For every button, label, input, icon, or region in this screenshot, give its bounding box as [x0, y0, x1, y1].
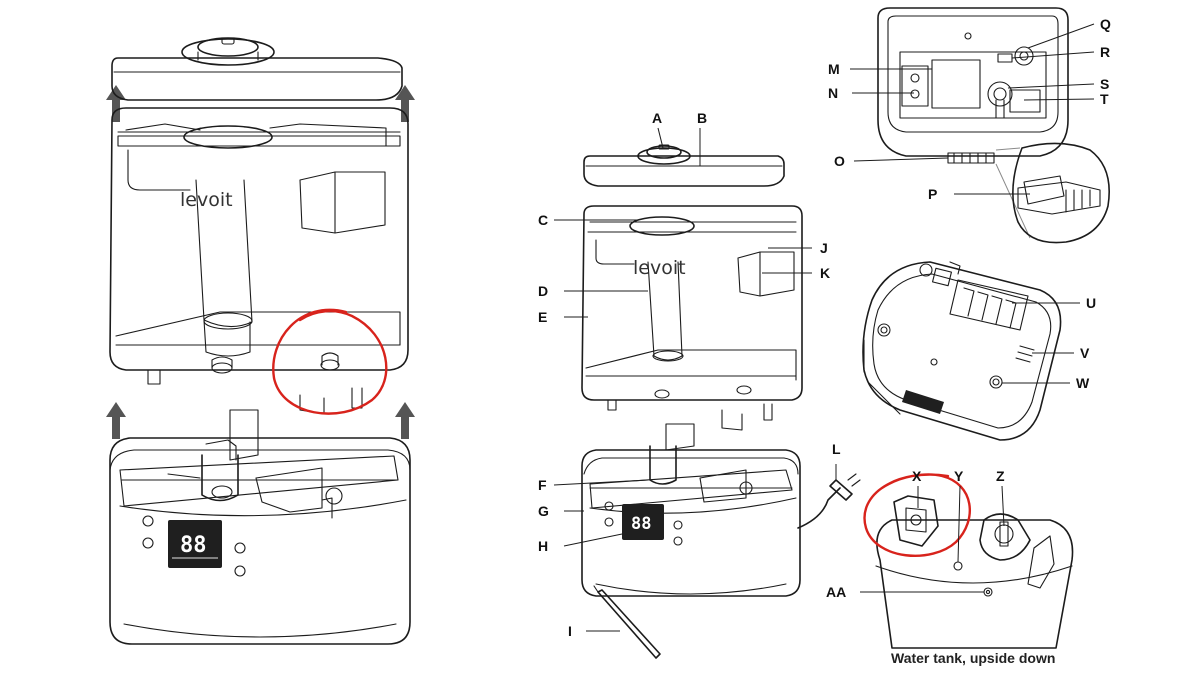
display-screen-left [168, 520, 222, 568]
callout-s: S [1100, 76, 1109, 92]
callout-t: T [1100, 91, 1109, 107]
callout-u: U [1086, 295, 1096, 311]
exploded-view-left: levoit 88 [106, 37, 415, 645]
callout-z: Z [996, 468, 1005, 484]
callout-n: N [828, 85, 838, 101]
plus-button-icon [234, 542, 246, 554]
callout-l: L [832, 441, 841, 457]
display-readout-left: 88 [180, 533, 207, 558]
mode-button-icon [142, 537, 154, 549]
tank-upside-down-view: Water tank, upside down [875, 495, 1074, 666]
caption-tank-upside-down: Water tank, upside down [891, 650, 1055, 666]
callout-q: Q [1100, 16, 1111, 32]
brand-logo: levoit [633, 257, 686, 279]
callout-e: E [538, 309, 547, 325]
top-lid-middle [583, 144, 785, 187]
callout-f: F [538, 477, 547, 493]
callout-labels: A B C D E F G H I J K L M N O P Q R S T … [538, 16, 1111, 639]
water-tank-middle: levoit [581, 205, 803, 431]
callout-d: D [538, 283, 548, 299]
base-interior-view [877, 7, 1110, 244]
callout-r: R [1100, 44, 1110, 60]
up-arrow-icon [106, 402, 126, 439]
highlight-circle-right [863, 473, 971, 558]
callout-h: H [538, 538, 548, 554]
callout-x: X [912, 468, 922, 484]
water-tank-left: levoit [109, 107, 409, 415]
callout-v: V [1080, 345, 1090, 361]
callout-m: M [828, 61, 840, 77]
callout-leaders [553, 23, 1095, 632]
up-arrow-icon [395, 85, 415, 122]
base-underside-view [862, 261, 1062, 441]
base-middle: 88 [581, 423, 861, 597]
power-button-icon [142, 515, 154, 527]
brand-logo: levoit [180, 189, 233, 211]
callout-aa: AA [826, 584, 846, 600]
display-readout-middle: 88 [631, 514, 651, 534]
top-lid-left [111, 37, 403, 101]
power-plug-icon [829, 479, 853, 501]
minus-button-icon [234, 565, 246, 577]
display-screen-middle [622, 504, 664, 540]
callout-i: I [568, 623, 572, 639]
callout-b: B [697, 110, 707, 126]
callout-w: W [1076, 375, 1090, 391]
up-arrow-icon [395, 402, 415, 439]
power-cord [797, 487, 841, 529]
cleaning-brush [593, 585, 661, 659]
callout-a: A [652, 110, 662, 126]
callout-j: J [820, 240, 828, 256]
highlight-circle-left [272, 308, 388, 415]
callout-g: G [538, 503, 549, 519]
base-left: 88 [109, 409, 411, 645]
callout-k: K [820, 265, 830, 281]
callout-y: Y [954, 468, 964, 484]
callout-o: O [834, 153, 845, 169]
labeled-view-middle: levoit 88 [581, 144, 861, 659]
callout-p: P [928, 186, 937, 202]
up-arrow-icon [106, 85, 126, 122]
callout-c: C [538, 212, 548, 228]
